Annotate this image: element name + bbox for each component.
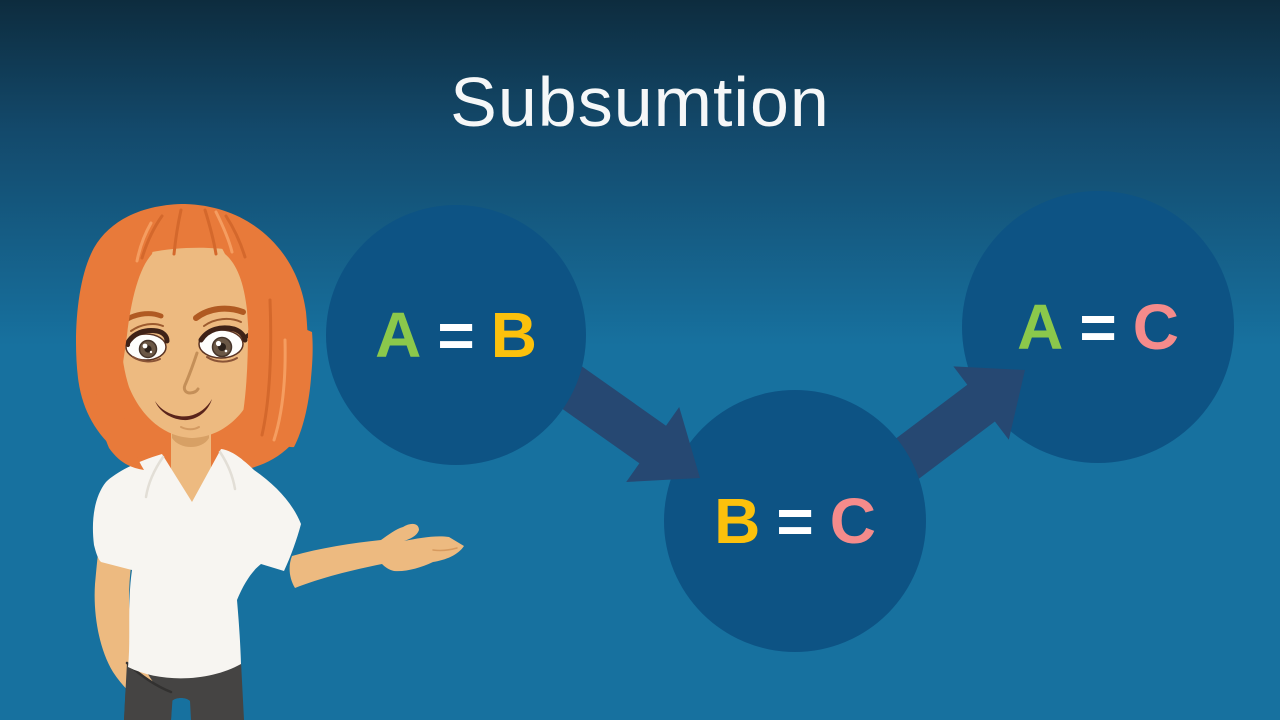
presenter-jaw-shadow (172, 423, 209, 447)
presenter-nose (182, 351, 200, 395)
presenter-eye-right (198, 325, 260, 363)
node3-equals-sign: = (1079, 291, 1117, 363)
node2-right-letter: C (829, 485, 876, 557)
presenter-right-arm (289, 523, 464, 588)
node1-right-letter: B (490, 299, 537, 371)
node2-left-letter: B (714, 485, 761, 557)
presenter-pocket-slit (125, 661, 173, 694)
presenter-neck (171, 412, 211, 504)
presenter-pocket (124, 662, 173, 720)
presenter-mouth (155, 399, 212, 421)
presenter-face (121, 247, 264, 438)
node3-right-letter: C (1132, 291, 1179, 363)
presenter-pants (124, 662, 244, 720)
node-b-equals-c: B = C (664, 390, 926, 652)
presenter-hair-streaks-light (135, 210, 287, 442)
presenter-eyelid-creases (130, 317, 242, 332)
node-a-equals-c: A = C (962, 191, 1234, 463)
presenter-shirt (92, 449, 301, 679)
node-a-equals-b: A = B (326, 205, 586, 465)
presenter-collar-shadow (144, 450, 237, 499)
node1-left-letter: A (375, 299, 422, 371)
node2-equals-sign: = (776, 485, 814, 557)
presenter-left-arm (94, 554, 161, 708)
presenter-eyebrows (118, 305, 246, 326)
node1-equals-sign: = (437, 299, 475, 371)
presenter-eye-left (113, 328, 170, 363)
presenter-hair-back (75, 204, 308, 474)
presenter-finger-line (432, 547, 458, 552)
slide-title: Subsumtion (450, 63, 830, 141)
presenter-hair-streaks-dark (140, 208, 273, 437)
presenter-chin-crease (180, 426, 200, 431)
node3-left-letter: A (1017, 291, 1064, 363)
presenter-hair-front (81, 206, 313, 470)
